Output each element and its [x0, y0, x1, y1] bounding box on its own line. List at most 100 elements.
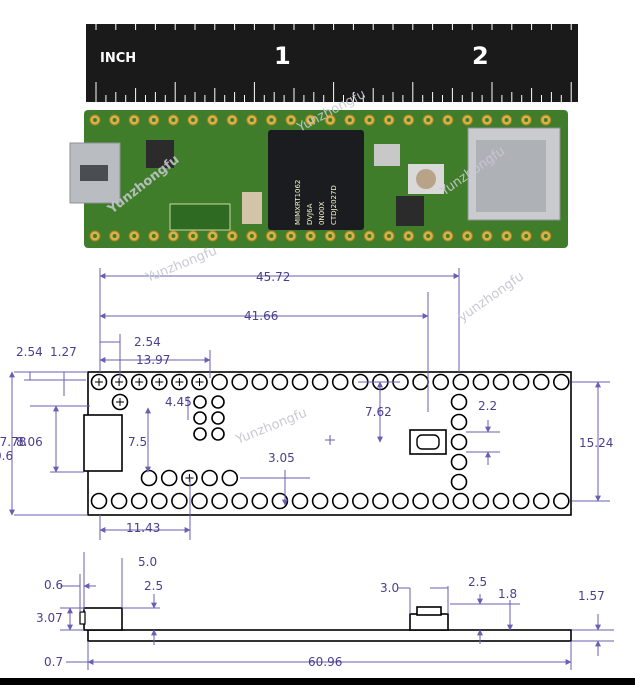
dim-edge-offset: 1.27 [50, 345, 77, 359]
pin-pad [151, 492, 168, 510]
dim-first-pin-offset: 2.54 [134, 335, 161, 349]
photo-pin-hole [465, 118, 470, 122]
dim-inner-pad-offset: 4.45 [165, 395, 192, 409]
pin-pad [512, 492, 530, 510]
pin-pad [110, 492, 128, 510]
inner-pad [193, 395, 207, 409]
pin-pad [450, 393, 468, 411]
pin-pad-mark [175, 378, 184, 386]
pin-pad [450, 473, 468, 491]
photo-pin-hole [93, 118, 97, 122]
inner-pad [193, 411, 207, 425]
pin-pad [291, 373, 309, 391]
chip-line-1: MIMXRT1062 [294, 180, 302, 225]
pin-pad [450, 413, 468, 431]
photo-pin-hole [504, 234, 509, 238]
photo-pin-hole [308, 234, 313, 238]
pin-pad [472, 492, 490, 510]
dim-button-height: 3.0 [380, 581, 399, 595]
pin-pad [251, 373, 269, 391]
photo-pin-hole [387, 234, 391, 238]
pin-pad [552, 492, 570, 510]
pin-pad-mark [195, 378, 204, 386]
pin-pad [221, 469, 239, 487]
photo-pin-hole [249, 118, 254, 122]
dim-height-outer-partial: 0.6 [0, 449, 13, 463]
dim-pin-span: 41.66 [244, 309, 278, 323]
photo-pin-hole [347, 234, 352, 238]
pin-pad [372, 492, 389, 510]
photo-pin-hole [112, 234, 117, 238]
watermark-4: Yunzhongfu [143, 244, 219, 286]
pin-pad [231, 373, 248, 391]
photo-pin-hole [406, 234, 411, 238]
pin-pad [472, 373, 490, 391]
photo-pin-hole [289, 234, 293, 238]
dim-usb-height: 8.06 [16, 435, 43, 449]
dim-usb-protrusion: 0.6 [44, 578, 63, 592]
pin-pad [532, 492, 550, 510]
photo-pin-hole [426, 118, 431, 122]
photo-pin-pads [89, 114, 552, 242]
side-view [79, 606, 572, 642]
pin-pad [201, 469, 218, 487]
photo-pin-hole [249, 234, 254, 238]
dim-overall-width: 45.72 [256, 270, 290, 284]
dim-usb-thickness: 3.07 [36, 611, 63, 625]
pin-pad [311, 492, 329, 510]
usb-outline [83, 414, 123, 472]
photo-pin-hole [230, 234, 235, 238]
photo-pin-hole [426, 234, 431, 238]
dim-usb-depth: 2.5 [144, 579, 163, 593]
small-ic [146, 140, 174, 168]
pcb-side-outline [87, 629, 572, 642]
ruler-mark-1: 1 [274, 42, 291, 70]
pin-pad [532, 373, 550, 391]
usb-port-icon [80, 165, 108, 181]
photo-pin-hole [132, 118, 137, 122]
dim-board-length: 60.96 [308, 655, 342, 669]
photo-pin-hole [328, 234, 333, 238]
power-ic [396, 196, 424, 226]
center-mark [325, 435, 335, 445]
pin-pad [450, 453, 468, 471]
top-view-pads [90, 373, 570, 510]
photo-pin-hole [524, 234, 529, 238]
pcb-photo: MIMXRT1062 DVJ6A 0N00X CTDJ2027D [69, 110, 568, 248]
dim-usb-length: 5.0 [138, 555, 157, 569]
dim-pcb-offset: 0.7 [44, 655, 63, 669]
pin-pad [231, 492, 248, 510]
pin-pad [90, 492, 108, 510]
program-button-cap-outline [416, 434, 440, 450]
inner-pad [211, 395, 225, 409]
pin-pad [211, 492, 228, 510]
photo-pin-hole [230, 118, 235, 122]
pin-pad [251, 492, 269, 510]
ruler-ticks [95, 24, 572, 102]
photo-pin-hole [308, 118, 313, 122]
dim-bottom-row-offset: 3.05 [268, 451, 295, 465]
inner-pad [193, 427, 207, 441]
pin-pad [552, 373, 570, 391]
photo-pin-hole [210, 234, 215, 238]
pin-pad [432, 373, 450, 391]
pin-pad-mark [115, 378, 124, 386]
dim-button-width: 2.5 [468, 575, 487, 589]
pin-pad [392, 492, 409, 510]
photo-pin-hole [151, 118, 156, 122]
photo-pin-hole [465, 234, 470, 238]
photo-pin-hole [445, 118, 450, 122]
dim-inner-span: 13.97 [136, 353, 170, 367]
pin-pad [331, 492, 349, 510]
photo-pin-hole [406, 118, 411, 122]
photo-pin-hole [132, 234, 137, 238]
pin-pad [160, 469, 178, 487]
pin-pad-mark [185, 474, 194, 482]
watermark-5: yunzhongfu [456, 269, 527, 325]
photo-pin-hole [485, 234, 489, 238]
button-side-cap [416, 606, 442, 616]
chip-line-3: 0N00X [318, 201, 326, 225]
ruler-mark-2: 2 [472, 42, 489, 70]
pin-pad-mark [135, 378, 144, 386]
